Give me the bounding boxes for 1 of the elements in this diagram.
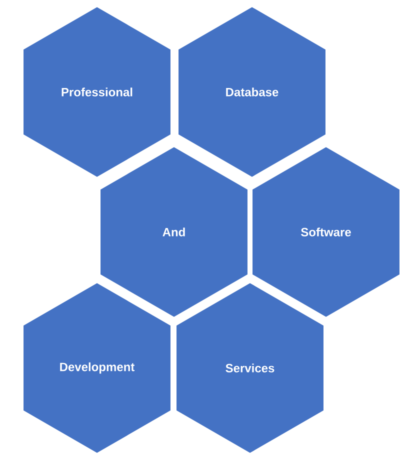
node-label: Services bbox=[226, 364, 274, 372]
